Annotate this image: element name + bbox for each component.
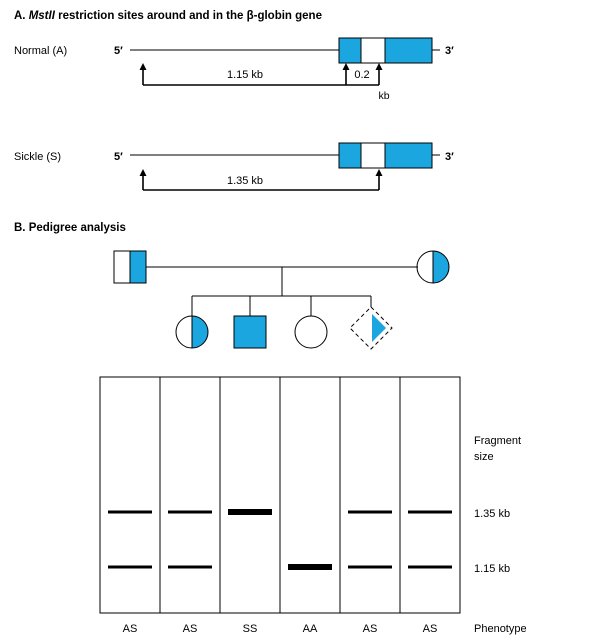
sickle-cut-arrowhead-2	[375, 169, 383, 176]
gel-bands	[108, 509, 452, 570]
father-carrier-square	[113, 250, 147, 284]
lane-phenotype-label: AS	[423, 623, 438, 635]
lane-phenotype-label: AA	[303, 623, 318, 635]
normal-cut-arrowhead-2	[342, 63, 350, 70]
normal-exon-2	[384, 37, 433, 64]
lane-phenotype-label: AS	[363, 623, 378, 635]
normal-short-fragment-label: 0.2	[354, 69, 369, 81]
size-label-1-15kb: 1.15 kb	[474, 563, 510, 575]
fragment-size-label-line2: size	[474, 451, 494, 463]
normal-cut-arrowhead-3	[375, 63, 383, 70]
normal-short-fragment-unit: kb	[378, 90, 389, 102]
normal-five-prime-label: 5′	[114, 45, 123, 57]
normal-gene-map: Normal (A) 5′ 3′ 1.15 kb 0.2 kb	[14, 37, 454, 102]
lane-phenotype-label: AS	[123, 623, 138, 635]
section-b-title: B. Pedigree analysis	[14, 222, 126, 234]
sickle-exon-1	[338, 142, 362, 169]
mother-carrier-circle	[416, 250, 450, 284]
normal-three-prime-label: 3′	[445, 45, 454, 57]
sickle-intron	[360, 142, 386, 169]
sickle-three-prime-label: 3′	[445, 151, 454, 163]
normal-intron	[360, 37, 386, 64]
sickle-exon-2	[384, 142, 433, 169]
lane-phenotype-label: AS	[183, 623, 198, 635]
lane-phenotype-label: SS	[243, 623, 258, 635]
gel-lanes	[159, 377, 401, 613]
section-a-title: A. MstII restriction sites around and in…	[14, 10, 322, 22]
size-label-1-35kb: 1.35 kb	[474, 508, 510, 520]
gel-phenotypes: AS AS SS AA AS AS	[123, 623, 438, 635]
phenotype-axis-label: Phenotype	[474, 623, 527, 635]
gel: AS AS SS AA AS AS Fragment size 1.35 kb 1.15 …	[99, 376, 527, 635]
normal-long-fragment-label: 1.15 kb	[227, 69, 263, 81]
sickle-fragment-label: 1.35 kb	[227, 175, 263, 187]
child-3-unaffected-circle	[294, 315, 328, 349]
pedigree	[113, 250, 450, 350]
normal-exon-1	[338, 37, 362, 64]
child-1-carrier-circle	[175, 315, 209, 349]
fragment-size-label-line1: Fragment	[474, 435, 521, 447]
sickle-gene-map: Sickle (S) 5′ 3′ 1.35 kb	[14, 142, 454, 191]
sickle-five-prime-label: 5′	[114, 151, 123, 163]
sickle-allele-label: Sickle (S)	[14, 151, 61, 163]
sickle-cut-arrowhead-1	[139, 169, 147, 176]
child-2-affected-square	[233, 315, 267, 349]
normal-cut-arrowhead-1	[139, 63, 147, 70]
child-4-fetus-diamond	[349, 306, 393, 350]
normal-allele-label: Normal (A)	[14, 45, 67, 57]
